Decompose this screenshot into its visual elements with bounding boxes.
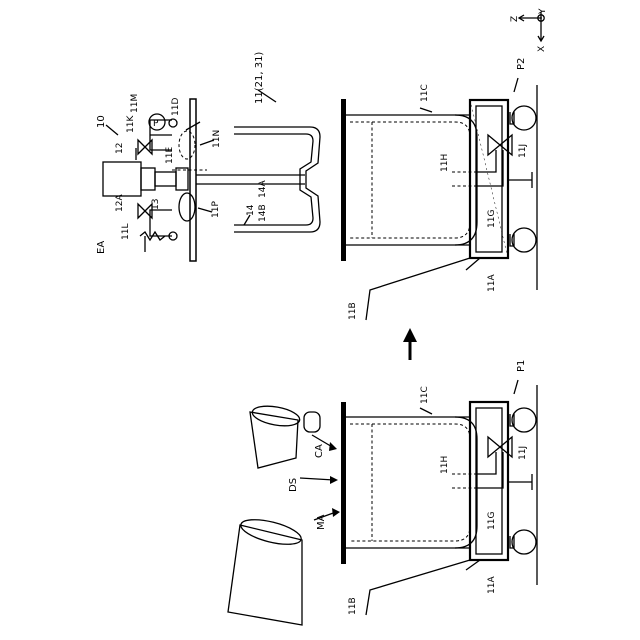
label-11P: 11P [211, 201, 221, 218]
label-11N: 11N [212, 130, 222, 148]
label-11J-p1: 11J [518, 446, 528, 460]
leader-11C-p2 [420, 108, 432, 112]
axis-z-label: Z [510, 16, 520, 22]
label-P2: P2 [516, 58, 527, 70]
y-axis-dot-icon [540, 17, 542, 19]
label-11H-p2: 11H [440, 154, 450, 172]
pipe-lower-branch [150, 210, 172, 236]
frame-plate [190, 99, 196, 261]
label-11B-p1: 11B [348, 597, 358, 615]
transition-arrow [403, 328, 417, 360]
label-11E: 11E [165, 147, 175, 164]
wheel-p1-rear-icon [512, 530, 536, 554]
lid-plate-p1 [341, 402, 346, 564]
leader-11B-p1 [366, 560, 470, 615]
drain-pipe-dashed-p1 [452, 474, 477, 488]
pressure-gauge-symbol: P [153, 119, 159, 129]
label-11D: 11D [171, 98, 181, 116]
label-12A: 12A [115, 194, 125, 212]
leader-11A-p2 [466, 258, 480, 270]
leader-p1 [514, 380, 518, 394]
label-11C-p1: 11C [420, 386, 430, 404]
arrow-DS [300, 478, 334, 480]
label-11K: 11K [126, 115, 136, 133]
flange-11E [176, 168, 188, 190]
label-11A-p1: 11A [487, 576, 497, 594]
label-MA: MA [316, 514, 327, 530]
label-14: 14 [246, 204, 256, 216]
leader-10 [106, 125, 118, 135]
exhaust-zigzag-icon [140, 232, 165, 252]
inner-liner-p2 [350, 122, 470, 238]
arrow-DS-head-icon [330, 476, 338, 484]
opening-11N [179, 131, 195, 159]
leader-11P [198, 208, 212, 212]
drum-MA-body [228, 525, 302, 625]
transition-arrowhead-icon [403, 328, 417, 342]
port-11D-icon [169, 119, 177, 127]
can-CA [304, 412, 320, 432]
label-13: 13 [151, 199, 161, 210]
coupling-12A [141, 168, 155, 190]
label-CA: CA [314, 444, 325, 458]
drum-DS-body [250, 412, 298, 468]
label-14A: 14A [258, 180, 268, 198]
opening-11P [179, 193, 195, 221]
leader-11A-p1 [466, 560, 480, 570]
container-p2 [341, 78, 536, 320]
wheel-p2-front-icon [512, 106, 536, 130]
vessel-bottom-p1 [455, 417, 477, 548]
drain-pipe-lower-p1 [477, 452, 503, 488]
axis-x-label: X [537, 46, 547, 52]
lid-plate-p2 [341, 99, 346, 261]
leader-p2 [514, 78, 518, 92]
label-11J-p2: 11J [518, 144, 528, 158]
wheel-p2-rear-icon [512, 228, 536, 252]
container-p1 [341, 380, 536, 615]
label-11H-p1: 11H [440, 456, 450, 474]
label-12: 12 [115, 143, 125, 154]
leader-11B-p2 [366, 258, 470, 320]
inner-liner-p1 [350, 424, 470, 541]
drain-pipe-dashed-p2 [452, 172, 477, 186]
motor-12 [103, 162, 141, 196]
label-11G-p1: 11G [487, 512, 497, 530]
arrow-CA-head-icon [329, 442, 337, 451]
material-items [228, 403, 340, 625]
label-11A-p2: 11A [487, 274, 497, 292]
leader-11C-p1 [420, 408, 432, 414]
label-EA: EA [96, 241, 107, 254]
label-14B: 14B [258, 204, 268, 222]
label-DS: DS [288, 478, 299, 492]
label-11G-p2: 11G [487, 210, 497, 228]
drain-pipe-lower-p2 [477, 150, 503, 186]
label-P1: P1 [516, 360, 527, 372]
arrow-MA-head-icon [332, 508, 340, 517]
label-10: 10 [96, 115, 107, 128]
leader-11D [186, 122, 200, 130]
label-11C-p2: 11C [420, 84, 430, 102]
label-11B-p2: 11B [348, 302, 358, 320]
connector-13 [155, 172, 176, 186]
base-inner-p1 [476, 408, 502, 554]
wheel-p1-front-icon [512, 408, 536, 432]
vessel-bottom-p2 [455, 115, 477, 245]
label-11M: 11M [130, 94, 140, 113]
label-11-21-31: 11(21, 31) [254, 52, 265, 104]
coordinate-axes: Z X Y [510, 8, 548, 52]
drain-pipe-upper-p1 [477, 452, 496, 474]
axis-y-label: Y [538, 8, 548, 15]
label-11L: 11L [121, 224, 131, 240]
